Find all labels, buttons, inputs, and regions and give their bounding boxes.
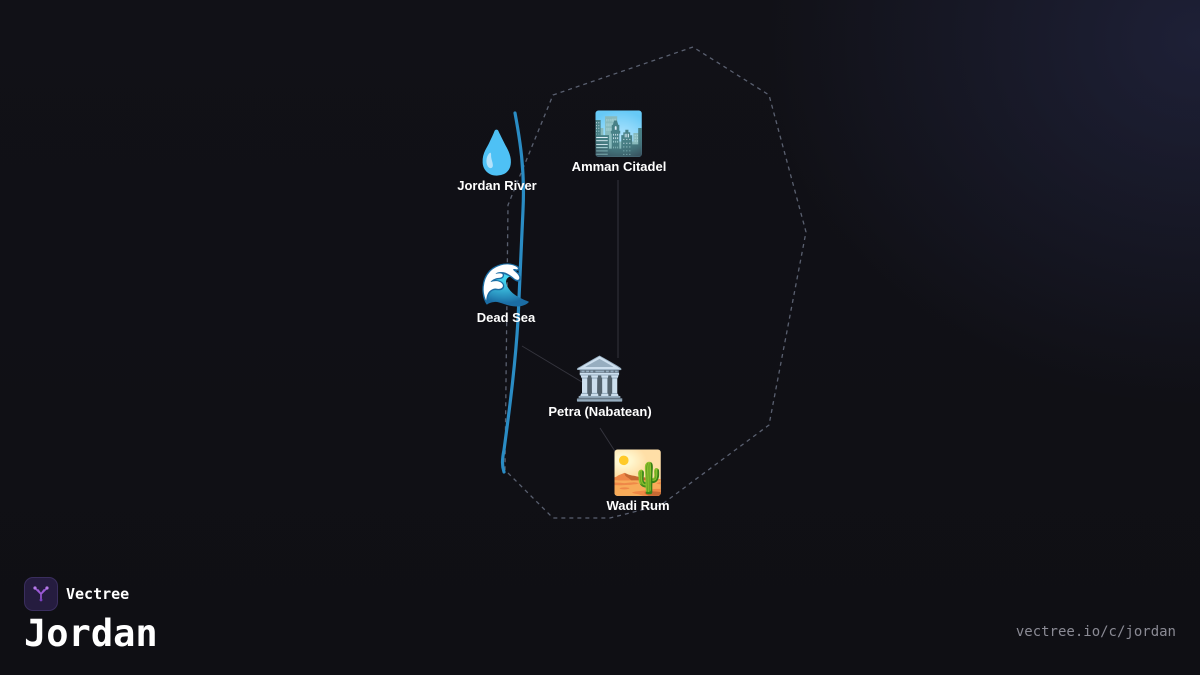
site-label: Jordan River	[457, 178, 537, 193]
country-border	[504, 46, 807, 519]
brand[interactable]: Vectree	[24, 577, 129, 611]
site-wadi-rum[interactable]: 🏜️ Wadi Rum	[606, 448, 669, 514]
site-label: Amman Citadel	[571, 159, 667, 174]
site-petra[interactable]: 🏛️ Petra (Nabatean)	[548, 354, 651, 420]
brand-name: Vectree	[66, 585, 130, 603]
desert-icon: 🏜️	[611, 449, 665, 496]
page-url[interactable]: vectree.io/c/jordan	[1015, 624, 1176, 640]
cityscape-icon: 🏙️	[592, 110, 646, 157]
site-jordan-river[interactable]: 💧 Jordan River	[457, 128, 536, 194]
site-label: Petra (Nabatean)	[548, 404, 652, 419]
connector-deadsea-petra	[521, 345, 583, 383]
connector-petra-wadirum	[599, 427, 619, 457]
page-title: Jordan	[24, 612, 158, 655]
site-dead-sea[interactable]: 🌊 Dead Sea	[477, 260, 536, 326]
site-label: Dead Sea	[476, 310, 536, 325]
jordan-river-line	[500, 111, 526, 474]
wave-icon: 🌊	[479, 261, 533, 308]
water-drop-icon: 💧	[470, 129, 524, 176]
classical-building-icon: 🏛️	[573, 355, 627, 402]
vectree-tree-icon	[24, 577, 58, 611]
site-label: Wadi Rum	[606, 498, 670, 513]
site-amman-citadel[interactable]: 🏙️ Amman Citadel	[572, 109, 667, 175]
